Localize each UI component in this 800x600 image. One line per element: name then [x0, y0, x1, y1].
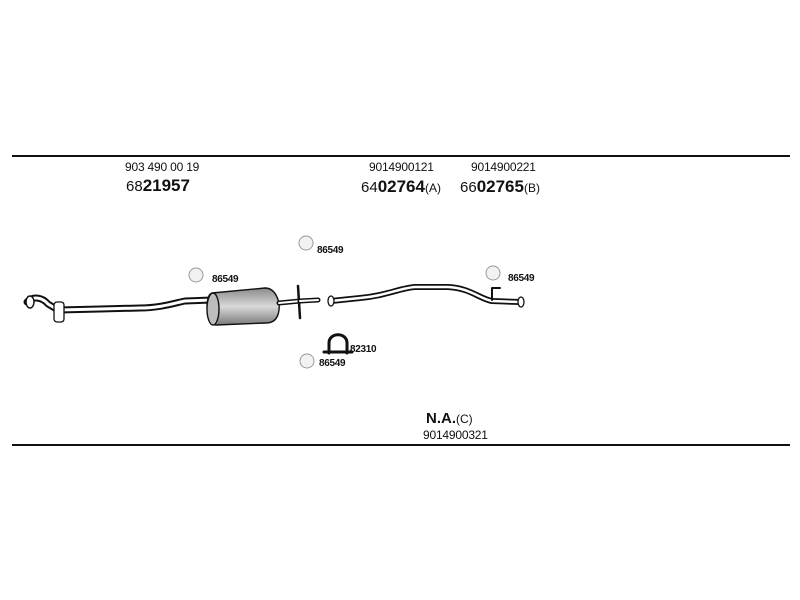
rear-section-part-prefix: 68 [126, 178, 143, 195]
rubber-mount-number-c[interactable]: 86549 [508, 273, 535, 284]
footer-oe-number: 9014900321 [423, 428, 488, 442]
na-main: N.A. [426, 410, 456, 427]
middle-section-part-suffix: (A) [424, 181, 441, 195]
muffler-pipe-end-inner [299, 299, 319, 302]
front-section-part-suffix: (B) [523, 181, 540, 195]
u-clamp-icon[interactable] [322, 333, 354, 355]
middle-section-part-main: 02764 [377, 177, 425, 196]
rubber-mount-icon[interactable] [188, 235, 501, 369]
middle-section-part-number[interactable]: 6402764(A) [361, 177, 441, 197]
front-section-part-number[interactable]: 6602765(B) [460, 177, 540, 197]
rubber-mount-icon [188, 267, 204, 283]
muffler-rear-cap [206, 292, 220, 326]
bottom-divider [12, 444, 790, 446]
rear-section-oe-number: 903 490 00 19 [125, 160, 200, 174]
rubber-mount-icon [299, 353, 315, 369]
na-suffix: (C) [456, 412, 473, 426]
rubber-mount-icon [298, 235, 314, 251]
middle-pipe-rear-end [517, 296, 525, 308]
front-section-part-main: 02765 [476, 177, 524, 196]
middle-pipe-body-inner [329, 285, 522, 304]
middle-section-part-prefix: 64 [361, 179, 378, 196]
rear-exhaust-section[interactable] [23, 284, 321, 326]
tail-pipe-outlet [25, 295, 35, 309]
middle-pipe-bracket [491, 287, 501, 301]
middle-exhaust-pipe[interactable] [327, 284, 525, 308]
muffler-inlet-pipe-inner [278, 300, 301, 304]
rubber-mount-icon [485, 265, 501, 281]
rubber-mount-number-a[interactable]: 86549 [317, 245, 344, 256]
rubber-mount-number-b[interactable]: 86549 [212, 274, 239, 285]
rubber-mount-number-d[interactable]: 86549 [319, 358, 346, 369]
tail-pipe-inner [25, 296, 214, 312]
clamp-number[interactable]: 82310 [350, 344, 377, 355]
top-divider [12, 155, 790, 157]
middle-pipe-front-end [327, 295, 335, 307]
na-part-label[interactable]: N.A.(C) [426, 410, 473, 427]
front-section-oe-number: 9014900221 [471, 160, 536, 174]
rear-section-part-number[interactable]: 6821957 [126, 176, 190, 196]
rear-section-part-main: 21957 [142, 176, 190, 195]
pipe-hanger [53, 301, 65, 323]
clamp-u-bolt [327, 333, 349, 355]
middle-section-oe-number: 9014900121 [369, 160, 434, 174]
front-section-part-prefix: 66 [460, 179, 477, 196]
